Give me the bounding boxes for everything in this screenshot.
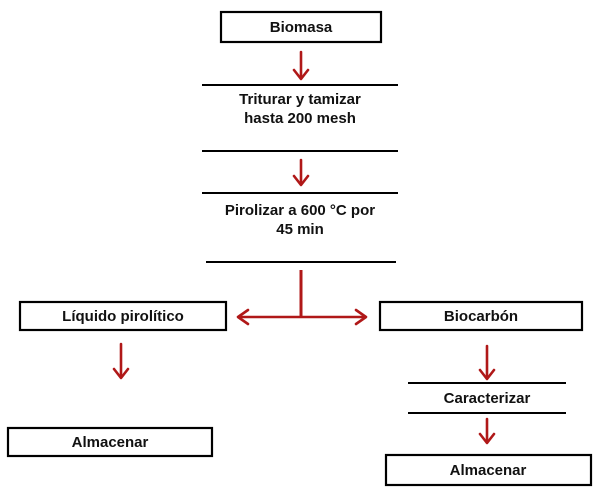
node-liquido-box [18, 300, 228, 332]
arrow-liquido-to-almacenar [112, 342, 130, 380]
node-pirolizar-label-1: Pirolizar a 600 °C por [225, 202, 375, 219]
node-almacenar-left: Almacenar [6, 426, 214, 458]
node-biocarbon-label: Biocarbón [444, 308, 518, 325]
arrow-biocarbon-to-caracterizar [478, 344, 496, 381]
arrow-biomasa-to-triturar [292, 50, 310, 81]
node-caracterizar-label: Caracterizar [444, 390, 531, 407]
arrow-triturar-to-pirolizar [292, 158, 310, 187]
node-biomasa-box [219, 10, 383, 44]
node-biomasa-label: Biomasa [270, 19, 333, 36]
node-almacenar-left-box [6, 426, 214, 458]
node-biomasa: Biomasa [219, 10, 383, 44]
node-almacenar-right-label: Almacenar [450, 462, 527, 479]
node-almacenar-left-label: Almacenar [72, 434, 149, 451]
node-caracterizar: Caracterizar [408, 382, 566, 414]
node-biocarbon: Biocarbón [378, 300, 584, 332]
node-triturar-label-2: hasta 200 mesh [244, 110, 356, 127]
node-biocarbon-box [378, 300, 584, 332]
node-pirolizar: Pirolizar a 600 °C por 45 min [202, 192, 398, 263]
node-pirolizar-label-2: 45 min [276, 221, 324, 238]
node-liquido-label: Líquido pirolítico [62, 308, 184, 325]
arrow-caracterizar-to-almacenar [478, 417, 496, 445]
node-liquido: Líquido pirolítico [18, 300, 228, 332]
node-almacenar-right: Almacenar [384, 453, 593, 487]
split-arrow [236, 270, 368, 326]
node-almacenar-right-box [384, 453, 593, 487]
node-triturar: Triturar y tamizar hasta 200 mesh [202, 84, 398, 152]
node-triturar-label-1: Triturar y tamizar [239, 91, 361, 108]
